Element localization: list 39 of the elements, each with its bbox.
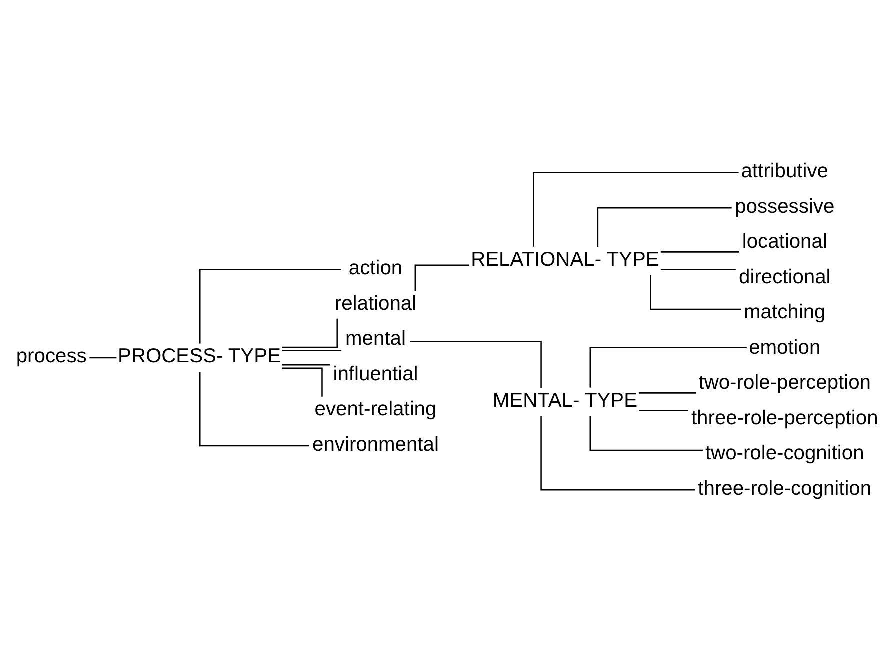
node-text: matching [744,301,826,324]
node-text: mental [346,328,406,350]
connector [200,372,310,446]
connector [282,318,338,348]
connector [638,392,696,394]
connector [660,251,740,252]
connector [200,268,342,344]
node-text: attributive [741,160,829,182]
connector [414,264,470,291]
node-text: three-role-cognition [698,477,872,500]
connector [590,416,703,451]
node-text: action [348,257,403,280]
node-text: MENTAL- TYPE [492,389,638,412]
node-text: environmental [312,433,439,456]
connector [282,367,323,396]
node-text: locational [742,230,828,253]
connector [597,207,732,247]
connector [282,364,330,366]
connector [638,410,688,411]
node-text: three-role-perception [691,406,878,429]
connector [590,346,747,388]
node-text: event-relating [314,398,437,420]
connector [410,340,542,388]
node-text: possessive [735,195,835,218]
node-text: emotion [749,336,821,358]
node-text: process [16,345,87,368]
connector [90,356,117,358]
connector [650,274,742,310]
node-text: PROCESS- TYPE [118,345,281,368]
node-text: directional [739,266,831,288]
connector [282,350,342,351]
node-text: influential [333,362,418,385]
node-text: relational [334,292,417,314]
node-text: RELATIONAL- TYPE [471,248,660,270]
node-text: two-role-perception [698,372,872,394]
node-text: two-role-cognition [705,442,864,464]
connector [660,268,736,270]
connector [540,416,696,490]
connector [533,172,739,246]
